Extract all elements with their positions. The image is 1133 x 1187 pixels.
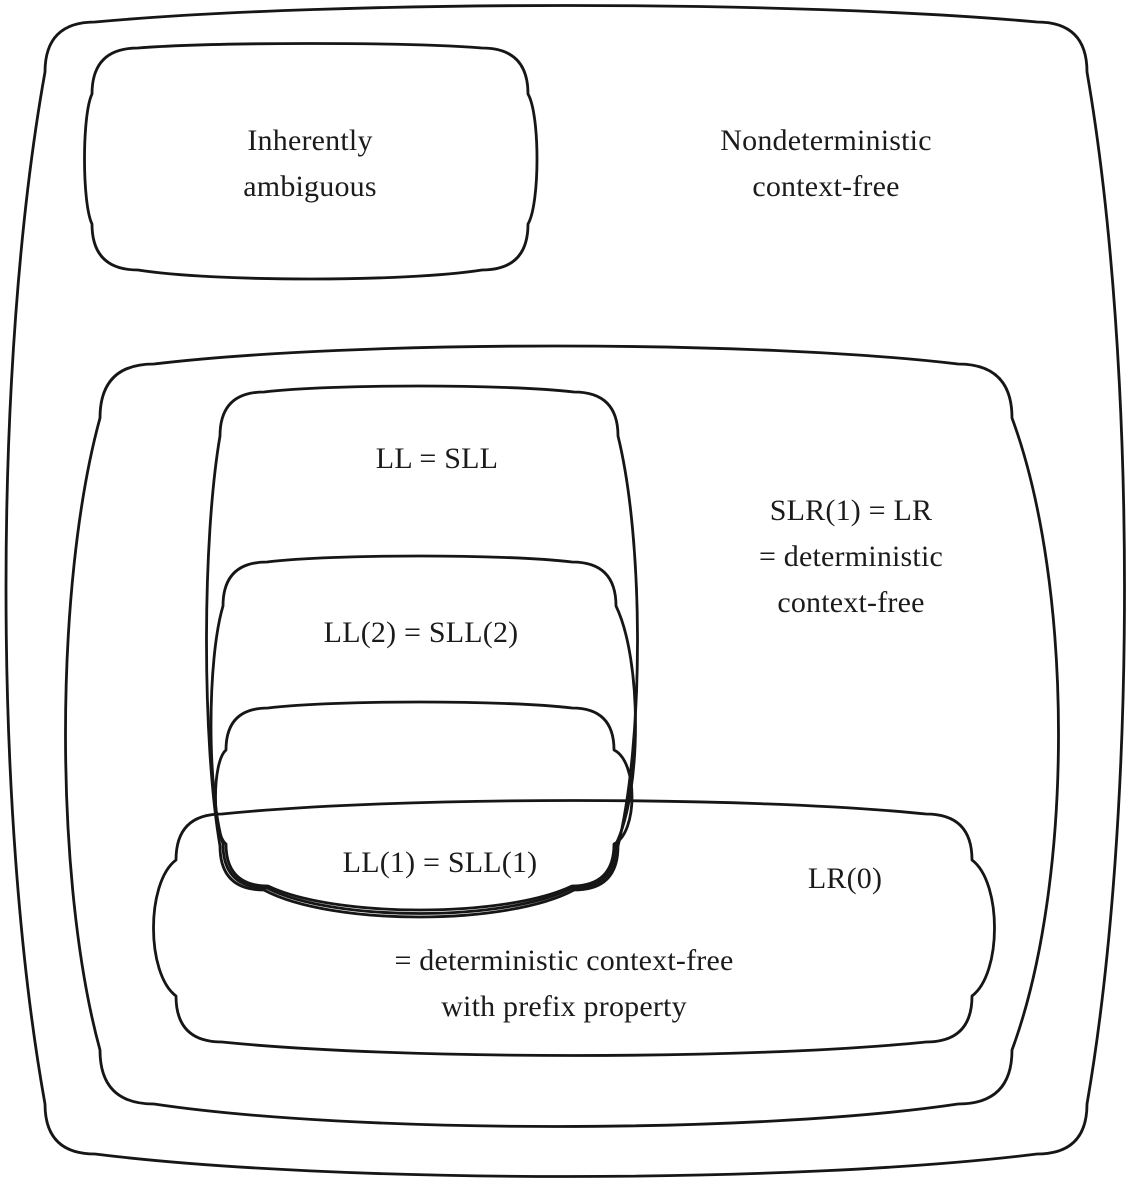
label-nondeterministic-context-free: Nondeterministic context-free [720, 124, 932, 203]
label-ll2-sll2: LL(2) = SLL(2) [323, 616, 519, 649]
label-slr1-lr-deterministic: SLR(1) = LR = deterministic context-free [758, 494, 944, 619]
set-outline-slr1-lr-deterministic [64, 344, 1060, 1128]
label-prefix-property-note: = deterministic context-free with prefix… [394, 944, 734, 1023]
set-outline-inherently-ambiguous [83, 42, 539, 281]
label-ll-sll: LL = SLL [375, 442, 499, 475]
label-lr0: LR(0) [807, 862, 883, 895]
label-inherently-ambiguous: Inherently ambiguous [243, 124, 377, 203]
label-ll1-sll1: LL(1) = SLL(1) [342, 846, 538, 879]
set-outline-lr0 [152, 799, 996, 1057]
set-outline-ll1-sll1 [214, 700, 634, 912]
set-outline-ll2-sll2 [209, 554, 637, 915]
set-outline-ll-sll [205, 384, 639, 919]
set-outline-nondeterministic-context-free [4, 4, 1126, 1178]
